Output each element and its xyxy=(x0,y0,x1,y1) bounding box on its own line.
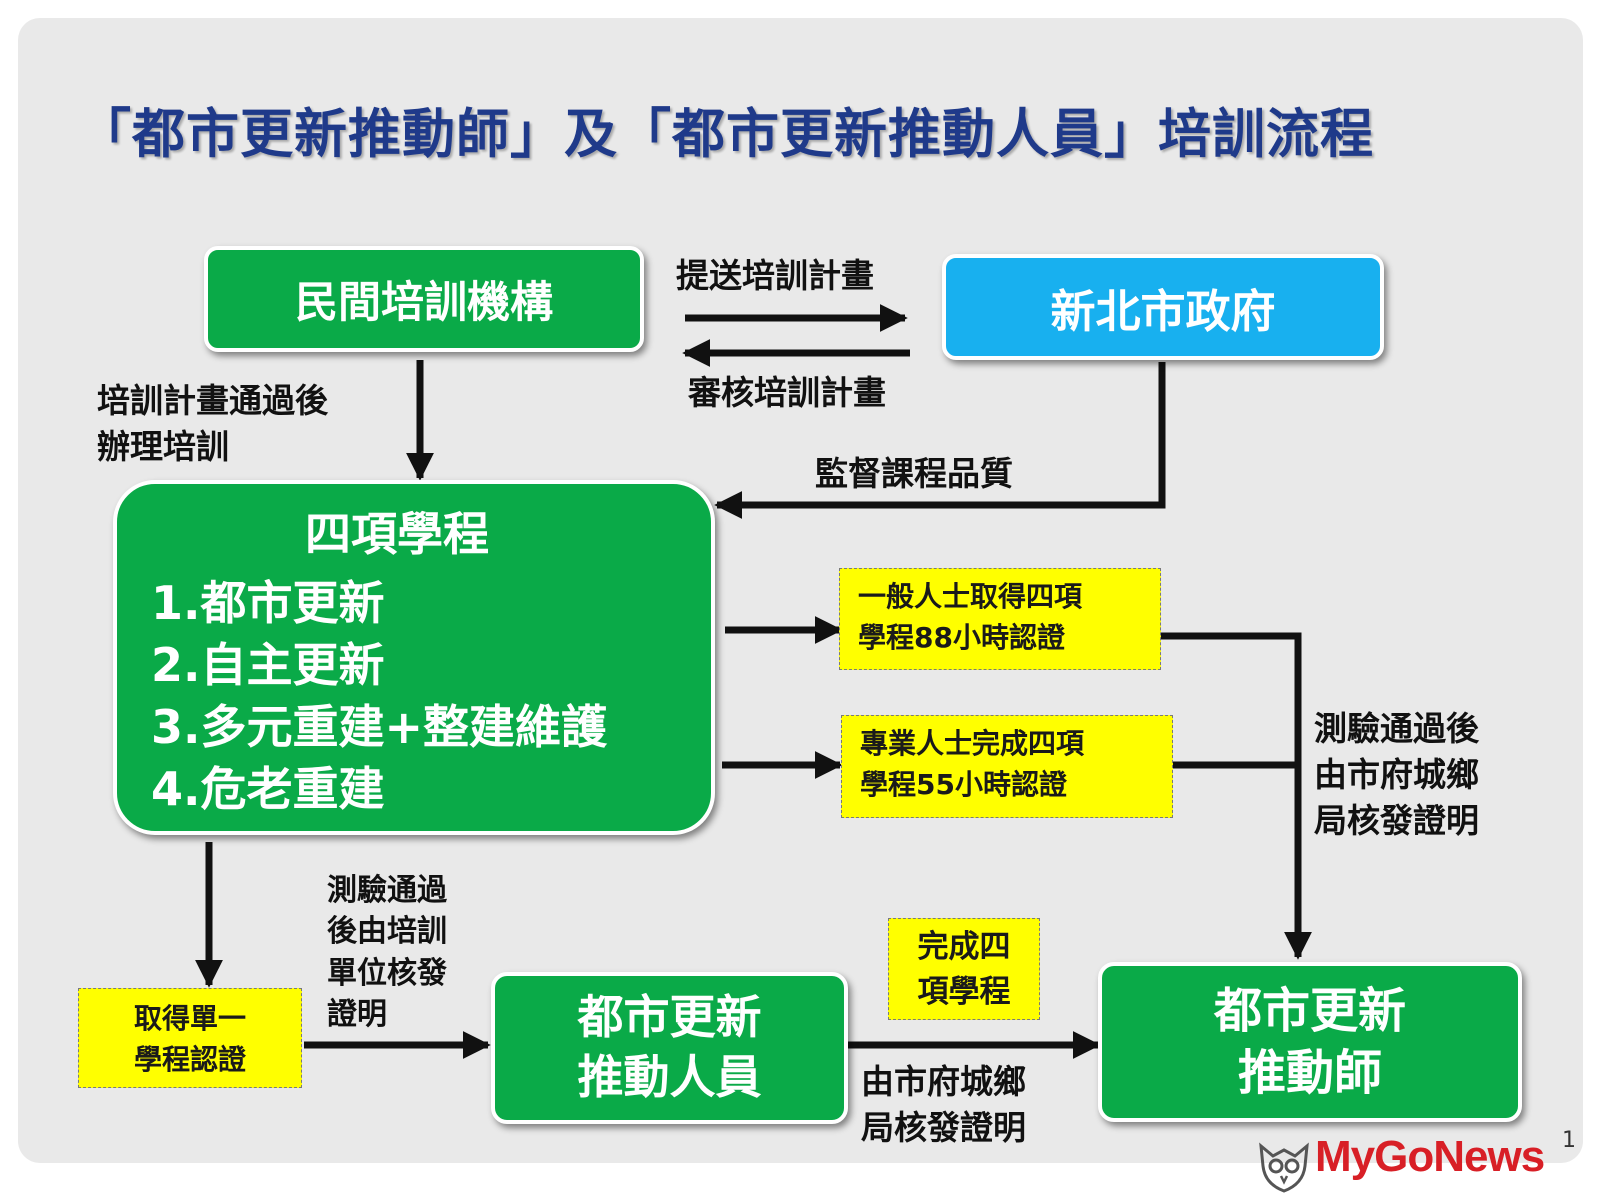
review-plan-label: 審核培訓計畫 xyxy=(688,373,886,412)
four-programs-box: 四項學程 1.都市更新 2.自主更新 3.多元重建+整建維護 4.危老重建 xyxy=(113,480,715,835)
logo-text: MyGoNews xyxy=(1315,1132,1545,1181)
program-item-4: 4.危老重建 xyxy=(151,762,385,816)
program-item-2: 2.自主更新 xyxy=(151,638,385,692)
test-passed-city-label: 測驗通過後 由市府城鄉 局核發證明 xyxy=(1314,709,1479,841)
general-cert-box: 一般人士取得四項 學程88小時認證 xyxy=(839,568,1161,670)
new-taipei-gov-label: 新北市政府 xyxy=(1050,284,1276,338)
test-passed-unit-label: 測驗通過 後由培訓 單位核發 證明 xyxy=(327,873,447,1033)
page-title: 「都市更新推動師」及「都市更新推動人員」培訓流程 xyxy=(78,104,1374,165)
program-item-1: 1.都市更新 xyxy=(151,576,385,630)
urban-renewal-promoter-box: 都市更新 推動師 xyxy=(1098,962,1522,1122)
mygonews-logo: MyGoNews xyxy=(1255,1128,1595,1194)
urban-renewal-staff-box: 都市更新 推動人員 xyxy=(491,972,848,1124)
new-taipei-government-box: 新北市政府 xyxy=(942,254,1384,360)
private-training-institution-box: 民間培訓機構 xyxy=(204,246,644,352)
after-plan-approved-label: 培訓計畫通過後 辦理培訓 xyxy=(97,381,328,467)
supervise-quality-arrow xyxy=(714,362,1166,519)
professional-cert-box: 專業人士完成四項 學程55小時認證 xyxy=(841,715,1173,818)
general-cert-connector xyxy=(1160,632,1302,765)
owl-logo-icon xyxy=(1259,1142,1309,1193)
issued-by-city-label: 由市府城鄉 局核發證明 xyxy=(861,1062,1026,1148)
urban-renewal-promoter-label: 都市更新 推動師 xyxy=(1213,982,1406,1101)
urban-renewal-staff-label: 都市更新 推動人員 xyxy=(577,990,762,1104)
private-training-label: 民間培訓機構 xyxy=(295,278,553,328)
submit-plan-label: 提送培訓計畫 xyxy=(676,256,874,295)
single-cert-box: 取得單一 學程認證 xyxy=(78,988,302,1088)
supervise-quality-label: 監督課程品質 xyxy=(815,454,1013,493)
program-item-3: 3.多元重建+整建維護 xyxy=(151,700,608,754)
four-programs-heading: 四項學程 xyxy=(305,507,489,561)
page-number: 1 xyxy=(1562,1128,1576,1153)
complete-four-programs-box: 完成四 項學程 xyxy=(888,918,1040,1020)
